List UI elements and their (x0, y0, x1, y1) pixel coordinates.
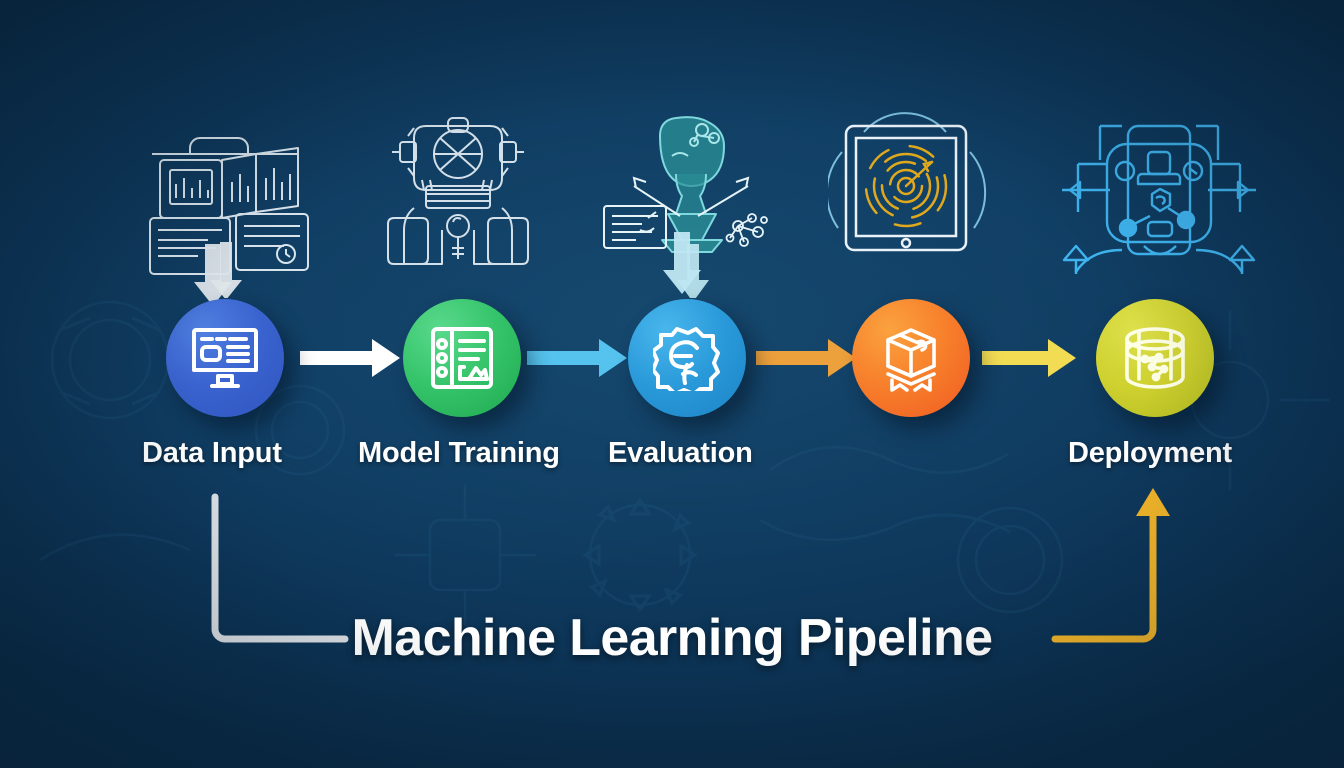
cloud-infrastructure-nodes-illustration (1062, 124, 1256, 274)
feed-arrow-data-input (194, 244, 232, 306)
stage-label-evaluation: Evaluation (608, 437, 753, 469)
gear-profile-icon (653, 327, 720, 391)
documents-charts-briefcase-illustration (149, 137, 309, 298)
stage-node-deployment[interactable] (1096, 299, 1214, 417)
left-elbow-connector (211, 493, 349, 643)
neural-network-machine-illustration (387, 117, 529, 265)
funnel-molecules-illustration (603, 116, 768, 298)
database-cylinder-icon (1125, 327, 1185, 389)
notebook-checklist-icon (431, 327, 493, 389)
stage-label-data-input: Data Input (142, 437, 282, 469)
right-elbow-arrow (1051, 488, 1170, 643)
arrow-evaluation-to-packaging (756, 339, 856, 377)
arrow-packaging-to-deployment (982, 339, 1076, 377)
package-box-icon (886, 328, 936, 392)
arrow-model-training-to-evaluation (527, 339, 627, 377)
stage-node-data-input[interactable] (166, 299, 284, 417)
page-title: Machine Learning Pipeline (351, 609, 994, 667)
stage-node-model-training[interactable] (403, 299, 521, 417)
stage-node-evaluation[interactable] (628, 299, 746, 417)
feed-arrow-evaluation (663, 232, 701, 294)
stage-label-deployment: Deployment (1068, 437, 1232, 469)
tablet-radial-rings-illustration (828, 112, 987, 252)
monitor-dashboard-icon (192, 328, 258, 388)
stage-node-packaging[interactable] (852, 299, 970, 417)
arrow-data-input-to-model-training (300, 339, 400, 377)
stage-label-model-training: Model Training (358, 437, 560, 469)
